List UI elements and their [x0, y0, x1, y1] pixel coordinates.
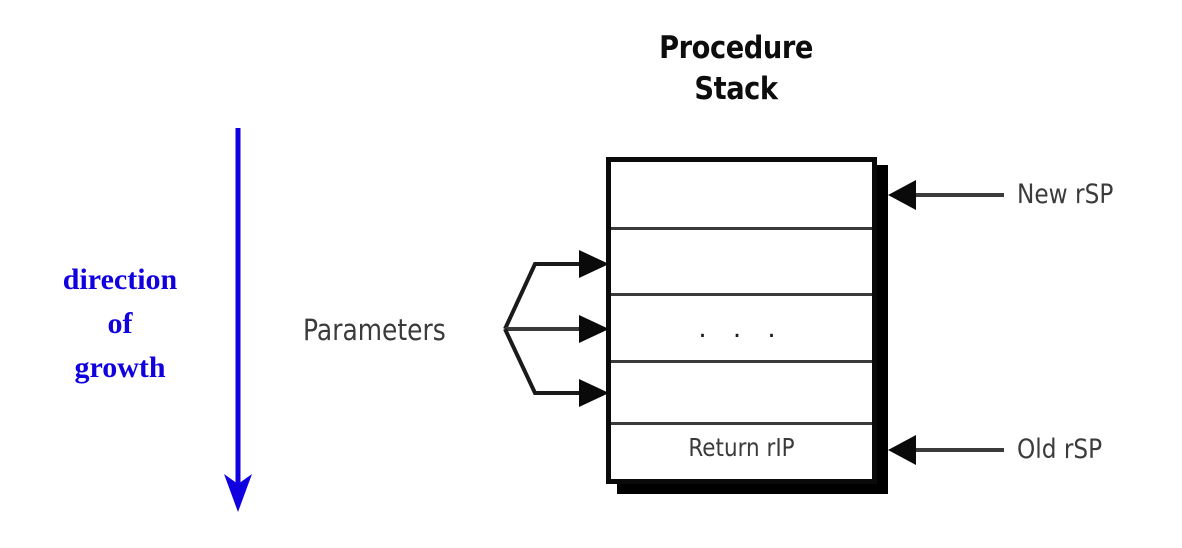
old-rsp-label: Old rSP [1017, 434, 1103, 465]
stack-slot-return-address-label: Return rIP [688, 433, 795, 462]
parameters-branch-arrows-icon [503, 250, 609, 407]
stack-slot[interactable] [611, 360, 872, 422]
stack-slot[interactable] [611, 227, 872, 293]
growth-direction-arrow-icon [224, 128, 252, 512]
new-rsp-arrow-icon [888, 180, 1004, 210]
stack-slot[interactable] [611, 162, 872, 227]
stack-slot[interactable] [611, 293, 872, 360]
stack-box-shadow-right [877, 165, 888, 494]
page-title: Procedure Stack [659, 30, 813, 107]
procedure-stack-box: . . . Return rIP [606, 157, 877, 484]
old-rsp-arrow-icon [888, 435, 1004, 465]
new-rsp-label: New rSP [1017, 179, 1114, 210]
stack-slot[interactable] [611, 422, 872, 479]
parameters-label: Parameters [303, 313, 446, 347]
stack-box-shadow-bottom [617, 483, 888, 494]
stack-slot-ellipsis: . . . [698, 314, 785, 344]
growth-direction-label: direction of growth [62, 263, 178, 384]
